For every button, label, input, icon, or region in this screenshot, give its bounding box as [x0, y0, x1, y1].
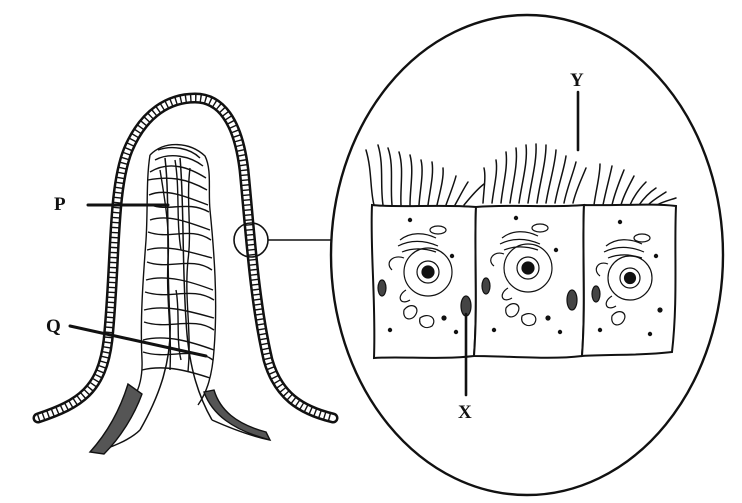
nucleus-1	[403, 247, 453, 297]
nucleus-2	[503, 243, 553, 293]
microvilli	[365, 143, 677, 206]
label-x: X	[458, 402, 472, 423]
nucleus-3	[607, 255, 653, 301]
epithelial-cell-2	[472, 203, 586, 359]
villus-base	[88, 382, 272, 455]
cell-2-organelles	[481, 215, 578, 335]
villus	[32, 92, 370, 455]
label-p: P	[54, 194, 66, 215]
magnified-view	[329, 13, 725, 497]
label-q: Q	[46, 316, 61, 337]
cell-1-organelles	[377, 217, 472, 335]
leader-q	[68, 324, 208, 358]
cell-3-organelles	[591, 219, 663, 337]
leader-lines	[68, 90, 580, 397]
villus-epithelium	[32, 92, 339, 424]
label-y: Y	[570, 70, 584, 91]
